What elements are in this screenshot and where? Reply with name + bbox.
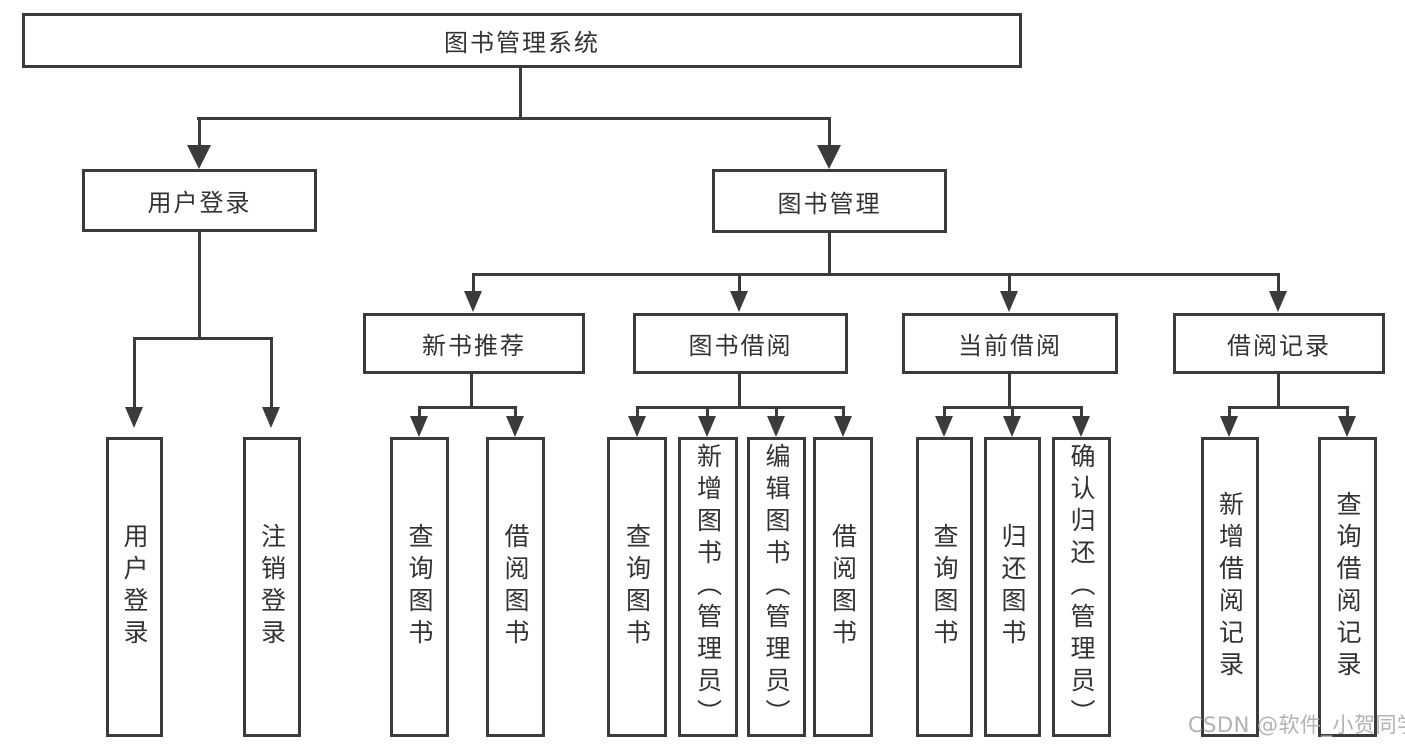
connector-borrowing-records-horizontal [1228,406,1349,409]
connector-book-borrowing-stem [738,374,741,407]
connector-level1-horizontal [197,117,831,120]
arrowhead-to-leaf-user-login-icon [125,407,143,428]
connector-drop-leaf-user-login [133,337,136,407]
connector-drop-leaf-logout [270,337,273,407]
leaf-br-add-record: 新增借阅记录 [1201,437,1259,737]
connector-new-book-horizontal [418,406,517,409]
connector-drop-nb-borrow [514,406,517,418]
leaf-user-login: 用户登录 [106,437,163,737]
connector-current-borrowing-stem [1008,374,1011,407]
leaf-cb-return-books: 归还图书 [984,437,1041,737]
node-book-borrowing: 图书借阅 [633,313,848,374]
connector-drop-bb-add [706,406,709,418]
arrowhead-to-book-management-icon [817,145,841,169]
arrowhead-to-nb-query-icon [410,416,428,437]
connector-drop-bb-edit [775,406,778,418]
arrowhead-to-bb-borrow-icon [834,416,852,437]
csdn-watermark: CSDN @软件_小贺同学 [1188,713,1405,737]
node-user-login: 用户登录 [82,169,317,232]
connector-user-login-horizontal [133,337,273,340]
arrowhead-to-cb-confirm-icon [1072,416,1090,437]
connector-drop-bb-query [636,406,639,418]
arrowhead-to-user-login-icon [187,145,211,169]
leaf-cb-query-books: 查询图书 [916,437,973,737]
connector-drop-new-book [472,273,475,293]
leaf-logout-login: 注销登录 [243,437,301,737]
connector-drop-bb-borrow [842,406,845,418]
node-book-management: 图书管理 [712,169,947,233]
arrowhead-to-book-borrowing-icon [730,291,748,312]
leaf-bb-borrow-books: 借阅图书 [813,437,873,737]
node-library-system-root: 图书管理系统 [22,13,1022,68]
arrowhead-to-bb-add-icon [698,416,716,437]
leaf-br-query-record: 查询借阅记录 [1318,437,1377,737]
connector-drop-borrowing-records [1277,273,1280,293]
arrowhead-to-bb-edit-icon [767,416,785,437]
connector-drop-cb-confirm [1080,406,1083,418]
connector-drop-book-borrowing [738,273,741,293]
connector-root-stem [519,68,522,120]
arrowhead-to-br-query-icon [1338,416,1356,437]
connector-drop-nb-query [418,406,421,418]
connector-user-login-stem [198,232,201,340]
connector-level2-horizontal [472,273,1279,276]
arrowhead-to-br-add-icon [1220,416,1238,437]
leaf-cb-confirm-return-admin: 确认归还（管理员） [1052,437,1111,737]
arrowhead-to-cb-query-icon [935,416,953,437]
node-current-borrowing: 当前借阅 [902,313,1118,374]
connector-drop-user-login [198,117,201,149]
connector-drop-br-add [1228,406,1231,418]
leaf-bb-edit-books-admin: 编辑图书（管理员） [747,437,806,737]
connector-book-borrowing-horizontal [636,406,845,409]
node-new-book-recommendation: 新书推荐 [363,313,585,374]
connector-drop-cb-query [943,406,946,418]
arrowhead-to-bb-query-icon [628,416,646,437]
leaf-bb-query-books: 查询图书 [607,437,667,737]
leaf-nb-borrow-books: 借阅图书 [486,437,545,737]
connector-drop-cb-return [1011,406,1014,418]
connector-drop-current-borrowing [1008,273,1011,293]
arrowhead-to-nb-borrow-icon [506,416,524,437]
connector-drop-br-query [1346,406,1349,418]
leaf-bb-add-books-admin: 新增图书（管理员） [678,437,738,737]
arrowhead-to-current-borrowing-icon [1000,291,1018,312]
node-borrowing-records: 借阅记录 [1173,313,1385,374]
leaf-nb-query-books: 查询图书 [390,437,449,737]
arrowhead-to-borrowing-records-icon [1269,291,1287,312]
arrowhead-to-cb-return-icon [1003,416,1021,437]
arrowhead-to-leaf-logout-icon [262,407,280,428]
connector-borrowing-records-stem [1277,374,1280,407]
connector-drop-book-management [828,117,831,149]
connector-book-management-stem [828,233,831,276]
connector-new-book-stem [470,374,473,407]
arrowhead-to-new-book-icon [464,291,482,312]
